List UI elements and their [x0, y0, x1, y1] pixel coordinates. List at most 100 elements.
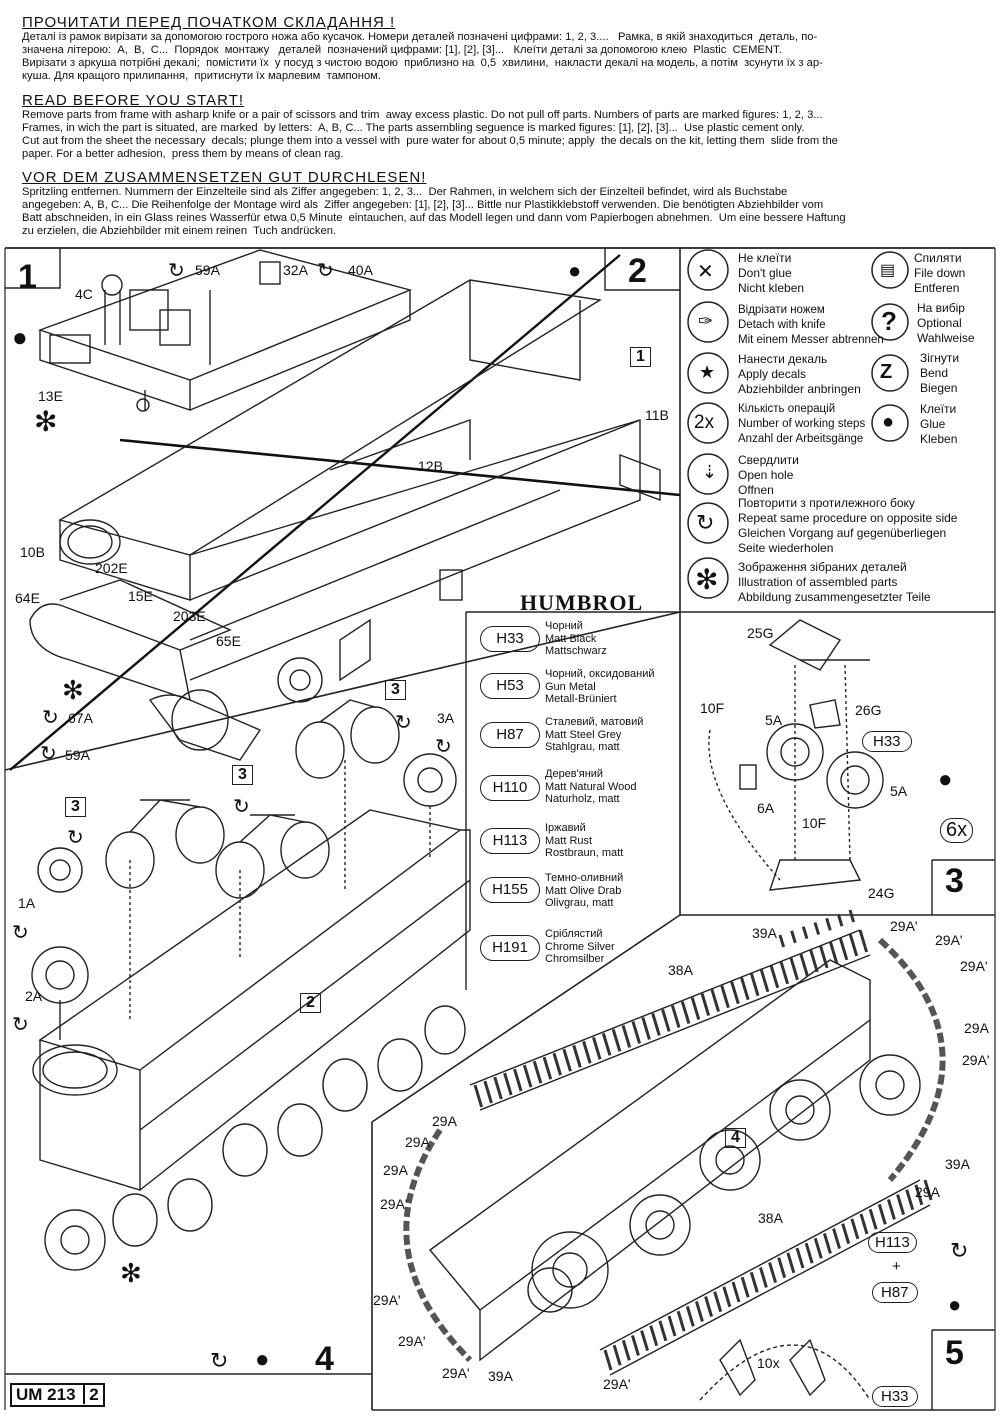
track-link: [822, 1232, 832, 1254]
part-label: 29A': [960, 958, 988, 974]
part-label: 29A': [398, 1333, 426, 1349]
track-link: [641, 1017, 651, 1040]
header-de-line: angegeben: A, B, C... Die Reihenfolge de…: [22, 199, 824, 211]
track-link: [809, 949, 819, 973]
track-link: [905, 1189, 915, 1211]
track-link: [685, 1305, 695, 1327]
track-link: [690, 997, 701, 1020]
part-label: 25G: [747, 625, 774, 641]
legend-assembled: Зображення зібраних деталей Illustration…: [738, 560, 931, 604]
track-link: [572, 1044, 582, 1068]
track-link: [592, 1036, 602, 1060]
track-link: [473, 1084, 484, 1108]
paint-code: H53: [480, 673, 540, 699]
track-link: [832, 1228, 842, 1250]
header-en-line: Remove parts from frame with asharp knif…: [22, 109, 823, 121]
step-number-1: 1: [18, 258, 37, 296]
track-link: [859, 1213, 869, 1235]
part-label: 29A': [935, 932, 963, 948]
track-link: [779, 961, 790, 985]
track-link: [513, 1068, 523, 1092]
track-link: [704, 1296, 714, 1318]
legend-decals: Нанести декаль Apply decals Abziehbilder…: [738, 352, 861, 396]
step-number-2: 2: [628, 252, 647, 290]
track-link: [758, 1266, 768, 1288]
track-link: [828, 941, 839, 965]
part-label: 10B: [20, 544, 45, 560]
legend-glue: Клеїти Glue Kleben: [920, 402, 958, 446]
header-ua-line: Вирізати з аркуша потрібні декалі; поміс…: [22, 57, 823, 69]
track-link: [483, 1080, 493, 1104]
track-link: [825, 917, 832, 931]
track-link: [601, 1032, 612, 1056]
part-label: 59A: [65, 747, 90, 763]
header-ua-line: куша. Для кращого прилипання, притиснути…: [22, 70, 381, 82]
track-link: [582, 1040, 592, 1064]
track-link: [923, 1179, 933, 1201]
part-label: 15E: [128, 588, 153, 604]
page-number: 2: [83, 1385, 99, 1404]
header-de-title: VOR DEM ZUSAMMENSETZEN GUT DURCHLESEN!: [22, 169, 427, 186]
repeat-icon: ↻: [395, 712, 412, 734]
repeat-icon: ↻: [67, 827, 84, 849]
track-link: [621, 1339, 631, 1361]
part-label: 67A: [68, 710, 93, 726]
asterisk-icon: ✻: [62, 675, 84, 705]
paint-code: H87: [480, 722, 540, 748]
repeat-icon: ↻: [435, 736, 452, 758]
header-en-title: READ BEFORE YOU START!: [22, 92, 245, 109]
header-en: READ BEFORE YOU START! Remove parts from…: [22, 92, 838, 161]
part-label: 13E: [38, 388, 63, 404]
track-link: [740, 977, 750, 1001]
substep-box: 3: [232, 765, 253, 785]
repeat-icon: ↻: [12, 922, 29, 944]
track-link: [631, 1020, 641, 1044]
file-icon: ▤: [880, 262, 896, 279]
part-label: 29A: [383, 1162, 408, 1178]
substep-box: 3: [65, 797, 86, 817]
part-label: 4C: [75, 286, 93, 302]
part-label: 29A: [915, 1184, 940, 1200]
glue-drop-icon: ●: [948, 1292, 962, 1317]
substep-box: 3: [385, 680, 406, 700]
paint-code: H155: [480, 877, 540, 903]
legend-drill: Свердлити Open hole Offnen: [738, 453, 799, 497]
part-label: 12B: [418, 458, 443, 474]
paint-name: Темно-оливний Matt Olive Drab Olivgrau, …: [545, 872, 624, 909]
paint-callout-plus: +: [892, 1258, 901, 1275]
track-link: [532, 1060, 543, 1084]
footer-code: UM 213 2: [10, 1383, 105, 1407]
track-link: [670, 1005, 681, 1028]
part-label: 39A: [488, 1368, 513, 1384]
humbrol-brand: HUMBROL: [520, 590, 644, 615]
track-link: [667, 1315, 677, 1337]
part-label: 10F: [802, 815, 827, 831]
repeat-icon: ↻: [210, 1348, 229, 1373]
repeat-icon: ↻: [317, 260, 334, 282]
bend-icon: Z: [880, 361, 893, 383]
part-label: 203E: [173, 608, 206, 624]
part-label: 29A: [964, 1020, 989, 1036]
header-ua-line: Деталі із рамок вирізати за допомогою го…: [22, 31, 818, 43]
track-link: [877, 1203, 887, 1225]
track-link: [562, 1048, 572, 1072]
part-label: 29A': [962, 1052, 990, 1068]
part-label: 39A: [752, 925, 777, 941]
track-link: [813, 922, 821, 935]
track-link: [730, 981, 740, 1005]
track-link: [740, 1276, 750, 1298]
track-link: [676, 1310, 686, 1332]
track-link: [731, 1281, 741, 1303]
glue-drop-icon: ●: [938, 766, 953, 793]
track-link: [789, 957, 799, 981]
glue-drop-icon: ●: [568, 258, 582, 283]
repeat-icon: ↻: [233, 796, 250, 818]
paint-callout: H113: [868, 1232, 917, 1253]
track-link: [858, 929, 869, 953]
question-icon: ?: [881, 306, 897, 336]
header-en-line: paper. For a better adhesion, press them…: [22, 148, 344, 160]
track-link: [651, 1013, 661, 1036]
paint-name: Іржавий Matt Rust Rostbraun, matt: [545, 822, 624, 859]
paint-name: Дерев'яний Matt Natural Wood Naturholz, …: [545, 768, 637, 805]
